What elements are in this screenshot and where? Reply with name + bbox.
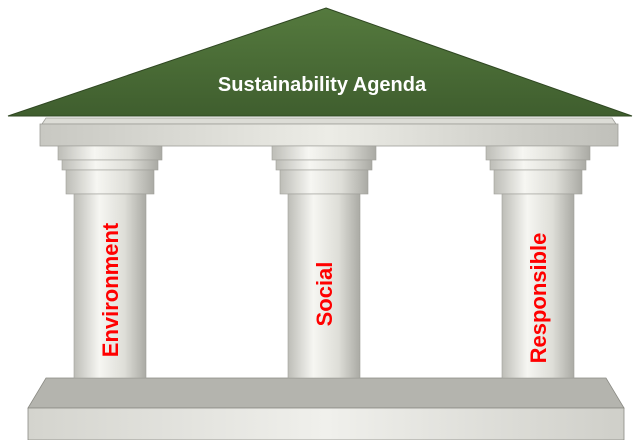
- pillar-environment: [57, 145, 163, 379]
- pillar-responsible: [485, 145, 591, 379]
- pillar-capital-base: [493, 169, 583, 195]
- beam-top: [41, 117, 617, 125]
- pillar-shaft: [73, 193, 147, 379]
- pillar-label-social: Social: [312, 262, 337, 327]
- pillar-capital-top: [271, 145, 377, 161]
- pillar-shaft: [287, 193, 361, 379]
- pillar-capital-mid: [61, 159, 159, 171]
- base-top: [27, 377, 625, 409]
- pillar-capital-top: [485, 145, 591, 161]
- base: [27, 407, 625, 440]
- pillar-social: [271, 145, 377, 379]
- pillar-capital-mid: [489, 159, 587, 171]
- roof: [7, 7, 633, 117]
- beam: [39, 123, 619, 147]
- pillar-capital-base: [65, 169, 155, 195]
- pillar-label-responsible: Responsible: [526, 233, 551, 364]
- pillar-shaft: [501, 193, 575, 379]
- pillar-label-environment: Environment: [98, 222, 123, 357]
- pillar-capital-top: [57, 145, 163, 161]
- pillar-capital-base: [279, 169, 369, 195]
- diagram-title: Sustainability Agenda: [218, 74, 427, 96]
- pillar-capital-mid: [275, 159, 373, 171]
